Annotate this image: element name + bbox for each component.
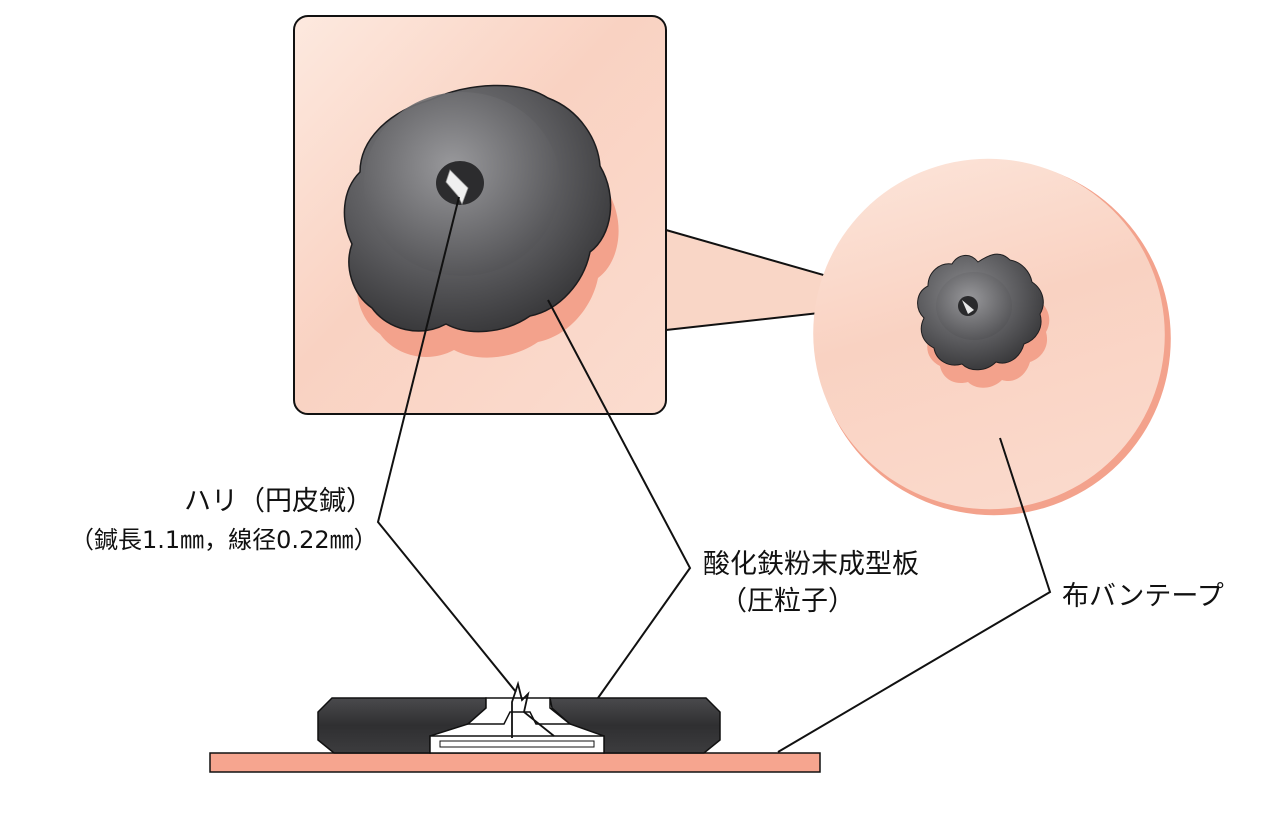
small-plate-on-disc — [917, 253, 1050, 388]
tape-strip — [209, 752, 821, 773]
leader-lines — [376, 196, 1052, 753]
needle-tip-icon — [445, 169, 469, 205]
needle-spec-label: （鍼長1.1㎜，線径0.22㎜） — [70, 526, 378, 554]
plate-leader — [547, 299, 692, 699]
plate-name-label: 酸化鉄粉末成型板 — [703, 549, 919, 580]
cross-section-side-view — [209, 680, 821, 773]
plate-sub-label: （圧粒子） — [720, 586, 855, 617]
tape-name-label: 布バンテープ — [1062, 581, 1224, 612]
tape-leader — [777, 437, 1052, 753]
needle-name-label: ハリ（円皮鍼） — [184, 486, 373, 517]
needle-side-icon — [511, 680, 555, 738]
needle-leader — [376, 196, 517, 693]
magnified-plate-view — [293, 15, 667, 415]
